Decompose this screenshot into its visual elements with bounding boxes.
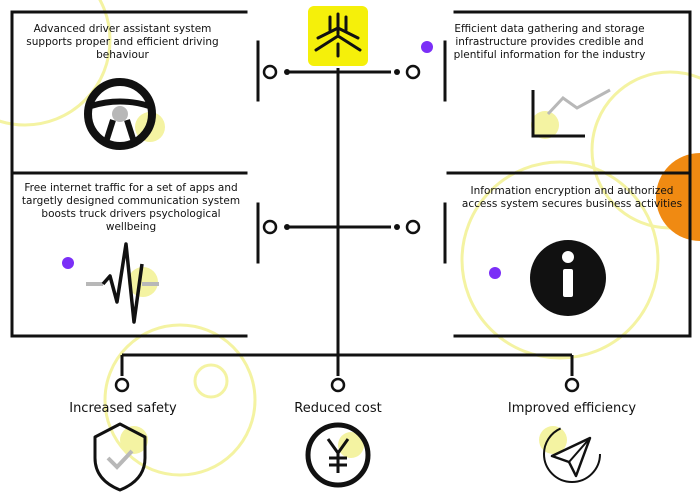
yen-coin-icon	[305, 422, 371, 488]
outcome-label-cost: Reduced cost	[294, 401, 382, 416]
panel-text-adas: Advanced driver assistant system support…	[26, 23, 219, 61]
connector-nodes	[114, 64, 580, 393]
outcome-label-safety: Increased safety	[69, 401, 177, 416]
panel-text-data-infrastructure: Efficient data gathering and storage inf…	[453, 23, 646, 61]
panel-text-encryption: Information encryption and authorized ac…	[461, 185, 683, 210]
outcome-label-efficiency: Improved efficiency	[507, 401, 637, 416]
paper-plane-icon	[539, 425, 601, 483]
shield-check-icon	[93, 422, 148, 492]
info-icon	[530, 240, 606, 316]
logo-icon	[308, 6, 368, 66]
steering-wheel-icon	[84, 78, 165, 150]
line-chart-icon	[531, 88, 611, 139]
purple-dot	[62, 257, 74, 269]
purple-dot	[489, 267, 501, 279]
panel-frames	[10, 10, 692, 338]
connector-dots	[284, 69, 400, 230]
panel-text-internet-traffic: Free internet traffic for a set of apps …	[21, 182, 241, 233]
heartbeat-icon	[86, 242, 159, 324]
purple-dot	[421, 41, 433, 53]
connector-lines	[120, 68, 574, 376]
